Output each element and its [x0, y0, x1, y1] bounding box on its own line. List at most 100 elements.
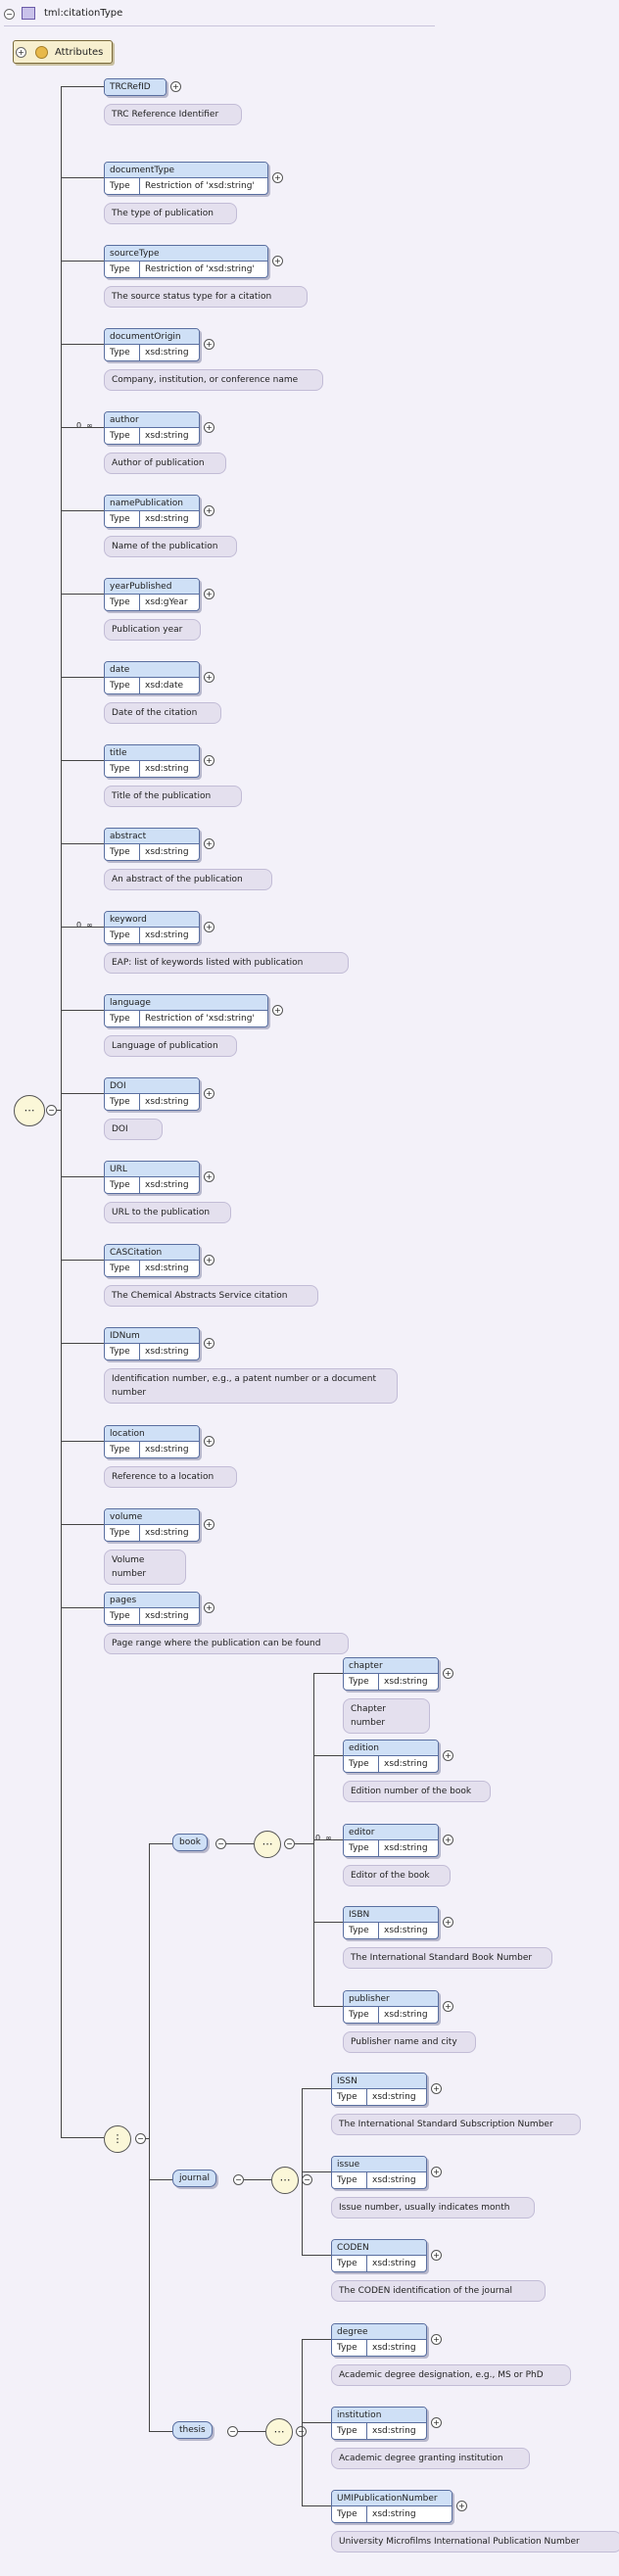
expand-icon[interactable]: + — [204, 755, 214, 766]
group-element-box[interactable]: thesis — [172, 2421, 213, 2439]
expand-icon[interactable]: + — [431, 2417, 442, 2428]
expand-icon[interactable]: + — [170, 81, 181, 92]
element-box[interactable]: TRCRefID — [104, 78, 167, 96]
documentation-note: TRC Reference Identifier — [104, 104, 242, 125]
expand-icon[interactable]: + — [431, 2250, 442, 2261]
expand-icon[interactable]: + — [204, 589, 214, 599]
expand-icon[interactable]: + — [204, 505, 214, 516]
type-value: xsd:string — [145, 1264, 189, 1273]
documentation-note: Chapter number — [343, 1698, 430, 1734]
expand-icon[interactable]: + — [204, 1519, 214, 1530]
element-name: author — [105, 412, 199, 428]
expand-icon[interactable]: + — [272, 1005, 283, 1016]
expand-icon[interactable]: + — [204, 1255, 214, 1265]
type-value: xsd:string — [384, 1926, 428, 1935]
collapse-icon[interactable]: − — [215, 1838, 226, 1849]
expand-icon[interactable]: + — [443, 1750, 453, 1761]
expand-icon[interactable]: + — [204, 1088, 214, 1099]
tree-connector — [61, 86, 62, 2137]
element-name: issue — [332, 2157, 426, 2172]
type-key: Type — [105, 1608, 140, 1624]
collapse-icon[interactable]: − — [296, 2426, 307, 2437]
group-element-box[interactable]: journal — [172, 2170, 216, 2187]
expand-icon[interactable]: + — [16, 47, 26, 58]
expand-icon[interactable]: + — [204, 1436, 214, 1447]
documentation-note: The CODEN identification of the journal — [331, 2280, 546, 2302]
type-value: xsd:string — [384, 1759, 428, 1769]
expand-icon[interactable]: + — [431, 2334, 442, 2345]
expand-icon[interactable]: + — [431, 2083, 442, 2094]
expand-icon[interactable]: + — [204, 422, 214, 433]
expand-icon[interactable]: + — [443, 1917, 453, 1928]
type-value: Restriction of 'xsd:string' — [145, 1014, 255, 1024]
choice-compositor-icon[interactable]: ⋮ — [104, 2125, 131, 2153]
type-value: xsd:string — [372, 2426, 416, 2436]
expand-icon[interactable]: + — [204, 1338, 214, 1349]
expand-icon[interactable]: + — [204, 1171, 214, 1182]
sequence-compositor-icon[interactable]: ⋯ — [14, 1095, 45, 1126]
cardinality-label: 0..∞ — [76, 921, 93, 930]
group-element-box[interactable]: book — [172, 1834, 208, 1851]
sequence-compositor-icon[interactable]: ⋯ — [265, 2418, 293, 2446]
collapse-icon[interactable]: − — [302, 2174, 312, 2185]
type-key: Type — [105, 262, 140, 277]
expand-icon[interactable]: + — [204, 838, 214, 849]
type-key: Type — [332, 2256, 367, 2271]
expand-icon[interactable]: + — [443, 2001, 453, 2012]
expand-icon[interactable]: + — [204, 1602, 214, 1613]
sequence-compositor-icon[interactable]: ⋯ — [254, 1831, 281, 1858]
expand-icon[interactable]: + — [456, 2501, 467, 2511]
type-value: xsd:string — [145, 431, 189, 441]
collapse-icon[interactable]: − — [46, 1105, 57, 1116]
collapse-icon[interactable]: − — [233, 2174, 244, 2185]
sequence-compositor-icon[interactable]: ⋯ — [271, 2167, 299, 2194]
type-value: xsd:string — [384, 1677, 428, 1687]
expand-icon[interactable]: + — [272, 172, 283, 183]
collapse-icon[interactable]: − — [227, 2426, 238, 2437]
documentation-note: Academic degree granting institution — [331, 2448, 531, 2469]
expand-icon[interactable]: + — [443, 1835, 453, 1845]
collapse-icon[interactable]: − — [284, 1838, 295, 1849]
collapse-icon[interactable]: − — [4, 9, 15, 20]
tree-connector — [313, 2006, 343, 2007]
attributes-box[interactable]: + Attributes — [13, 40, 113, 64]
expand-icon[interactable]: + — [272, 256, 283, 266]
expand-icon[interactable]: + — [204, 672, 214, 683]
expand-icon[interactable]: + — [204, 339, 214, 350]
tree-connector — [61, 427, 104, 428]
expand-icon[interactable]: + — [443, 1668, 453, 1679]
expand-icon[interactable]: + — [204, 922, 214, 932]
expand-icon[interactable]: + — [431, 2167, 442, 2177]
